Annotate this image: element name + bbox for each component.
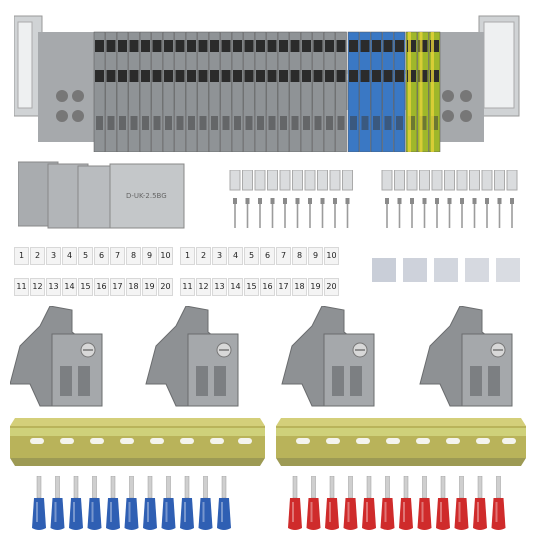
marker-tag: 16 — [94, 278, 109, 296]
marker-tag: 15 — [78, 278, 93, 296]
marker-tag: 9 — [308, 247, 323, 265]
marker-tag: 10 — [324, 247, 339, 265]
ferrules-red — [286, 476, 526, 532]
marker-tag: 5 — [78, 247, 93, 265]
marker-tag: 8 — [292, 247, 307, 265]
marker-tag: 14 — [62, 278, 77, 296]
marker-tag: 7 — [110, 247, 125, 265]
marker-tag: 2 — [196, 247, 211, 265]
end-cover-plates: D-UK-2.5BG — [18, 158, 188, 230]
marker-tag: 12 — [30, 278, 45, 296]
din-rail-left — [10, 418, 265, 466]
marker-tag: 19 — [308, 278, 323, 296]
marker-tag: 2 — [30, 247, 45, 265]
ferrules-blue — [30, 476, 250, 532]
jumper-bars-screws-left — [228, 170, 358, 232]
marker-tag: 3 — [212, 247, 227, 265]
marker-tag: 1 — [14, 247, 29, 265]
label-squares — [372, 258, 522, 286]
jumper-bars-screws-right — [380, 170, 520, 232]
marker-tag: 6 — [260, 247, 275, 265]
marker-tag: 20 — [158, 278, 173, 296]
marker-tag: 19 — [142, 278, 157, 296]
marker-tag: 7 — [276, 247, 291, 265]
marker-tag: 13 — [212, 278, 227, 296]
marker-tag: 10 — [158, 247, 173, 265]
marker-tag: 6 — [94, 247, 109, 265]
marker-tag: 11 — [180, 278, 195, 296]
marker-tag: 15 — [244, 278, 259, 296]
marker-tag: 4 — [62, 247, 77, 265]
marker-tag: 17 — [276, 278, 291, 296]
marker-tag: 14 — [228, 278, 243, 296]
marker-tag: 5 — [244, 247, 259, 265]
marker-tag: 20 — [324, 278, 339, 296]
end-cover-label: D-UK-2.5BG — [126, 192, 167, 200]
marker-tag: 18 — [292, 278, 307, 296]
marker-tag: 12 — [196, 278, 211, 296]
marker-tag: 9 — [142, 247, 157, 265]
marker-tag: 8 — [126, 247, 141, 265]
marker-tag: 13 — [46, 278, 61, 296]
marker-tag: 1 — [180, 247, 195, 265]
din-rail-right — [276, 418, 526, 466]
marker-tag: 17 — [110, 278, 125, 296]
marker-tag: 3 — [46, 247, 61, 265]
end-bracket-clamps — [10, 306, 526, 414]
marker-tag: 4 — [228, 247, 243, 265]
terminal-block-assembly — [14, 12, 522, 152]
marker-tag: 16 — [260, 278, 275, 296]
marker-tag: 18 — [126, 278, 141, 296]
marker-tag: 11 — [14, 278, 29, 296]
